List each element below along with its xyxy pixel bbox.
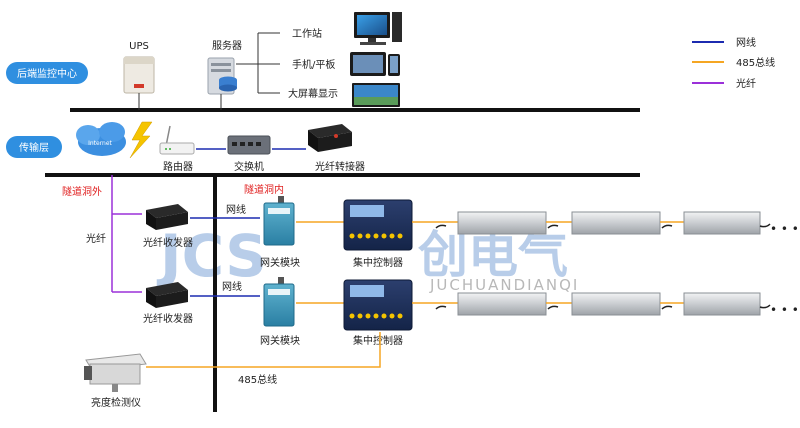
fiber-label: 光纤 xyxy=(86,232,106,245)
watermark-logo: JCS xyxy=(156,222,267,290)
workstation-label: 工作站 xyxy=(292,27,322,40)
router-device-icon xyxy=(159,125,195,155)
internet-cloud-icon: Internet xyxy=(76,122,126,156)
bus485-label: 485总线 xyxy=(238,373,277,386)
transport-layer-label: 传输层 xyxy=(19,141,49,154)
lightning-icon xyxy=(129,121,153,159)
fiber-transceiver-2-label: 光纤收发器 xyxy=(143,312,193,325)
led-lamp-icon xyxy=(571,211,661,235)
mobile-label: 手机/平板 xyxy=(292,58,335,71)
bus485-detector-line xyxy=(146,332,381,368)
server-label: 服务器 xyxy=(212,39,242,52)
network-line-2-label: 网线 xyxy=(222,280,242,293)
router-label: 路由器 xyxy=(163,160,193,173)
lamp-chain-row-1 xyxy=(412,211,771,235)
workstation-icon xyxy=(354,12,402,45)
network-line-1-label: 网线 xyxy=(226,203,246,216)
brightness-detector-label: 亮度检测仪 xyxy=(91,396,141,409)
backend-layer-label: 后端监控中心 xyxy=(17,67,77,80)
tablet-icon xyxy=(350,52,400,76)
fiber-converter-device-icon xyxy=(308,124,352,152)
tunnel-outside-label: 隧道洞外 xyxy=(62,185,102,198)
legend-label-network: 网线 xyxy=(736,36,756,49)
tunnel-inside-label: 隧道洞内 xyxy=(244,183,284,196)
legend: 网线 485总线 光纤 xyxy=(692,36,775,90)
bigscreen-icon xyxy=(352,83,400,107)
brightness-detector-icon xyxy=(84,353,147,392)
bigscreen-label: 大屏幕显示 xyxy=(288,87,338,100)
controller-1-label: 集中控制器 xyxy=(353,256,403,269)
server-device-icon xyxy=(207,57,237,95)
fiber-lines xyxy=(111,175,142,293)
lamp-row-2-ellipsis: • • • xyxy=(770,303,799,317)
watermark-sub: JUCHUANDIANQI xyxy=(429,276,579,294)
lamp-chain-row-2 xyxy=(412,292,771,316)
fiber-transceiver-1-label: 光纤收发器 xyxy=(143,236,193,249)
transport-layer-badge: 传输层 xyxy=(6,136,62,158)
controller-1-icon xyxy=(343,199,413,251)
fiber-converter-label: 光纤转接器 xyxy=(315,160,365,173)
led-lamp-icon xyxy=(457,292,547,316)
server-client-bracket xyxy=(236,32,280,94)
switch-label: 交换机 xyxy=(234,160,264,173)
watermark: JCS 创电气 JUCHUANDIANQI xyxy=(156,222,579,294)
controller-2-label: 集中控制器 xyxy=(353,334,403,347)
lamp-row-1-ellipsis: • • • xyxy=(770,222,799,236)
gateway-module-1-label: 网关模块 xyxy=(260,256,300,269)
watermark-brand: 创电气 xyxy=(418,226,568,284)
fiber-transceiver-2-icon xyxy=(146,282,188,308)
controller-2-icon xyxy=(343,279,413,331)
gateway-module-2-icon xyxy=(263,277,295,327)
legend-label-fiber: 光纤 xyxy=(736,77,756,90)
led-lamp-icon xyxy=(457,211,547,235)
gateway-module-2-label: 网关模块 xyxy=(260,334,300,347)
led-lamp-icon xyxy=(571,292,661,316)
backend-layer-badge: 后端监控中心 xyxy=(6,62,88,84)
led-lamp-icon xyxy=(683,211,761,235)
switch-device-icon xyxy=(227,135,271,155)
ups-device-icon xyxy=(123,56,155,94)
led-lamp-icon xyxy=(683,292,761,316)
internet-label: Internet xyxy=(88,140,112,147)
legend-label-485: 485总线 xyxy=(736,56,775,69)
fiber-transceiver-1-icon xyxy=(146,204,188,230)
gateway-module-1-icon xyxy=(263,196,295,246)
ups-label: UPS xyxy=(129,41,149,52)
